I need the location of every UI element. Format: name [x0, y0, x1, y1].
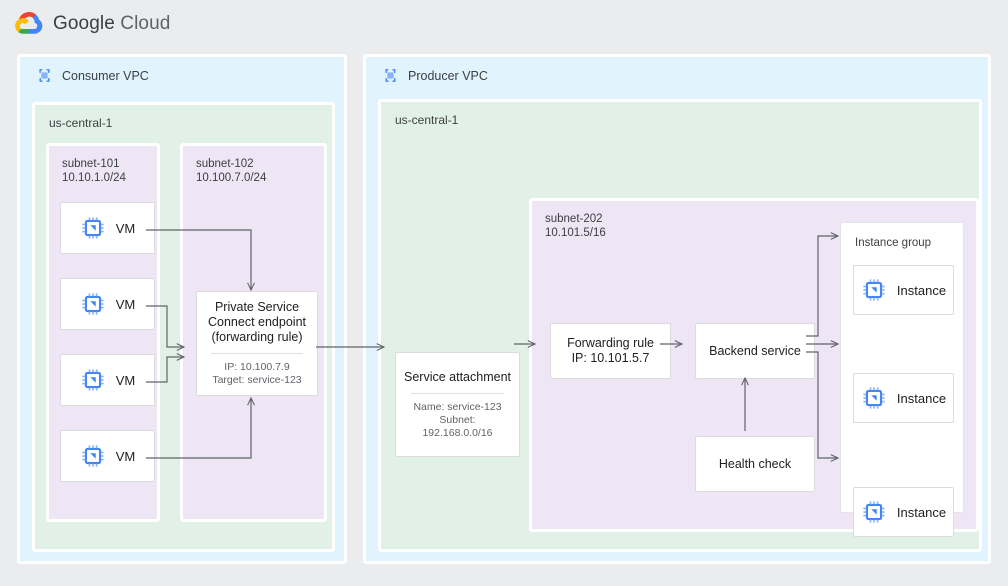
consumer-vpc-title: Consumer VPC: [62, 68, 149, 83]
backend-service-title: Backend service: [709, 343, 801, 358]
producer-region-container: us-central-1 Service attachment Name: se…: [378, 99, 982, 552]
producer-vpc-title: Producer VPC: [408, 68, 488, 83]
service-attachment-title: Service attachment: [404, 369, 511, 384]
vm-card-3[interactable]: VM: [60, 354, 155, 406]
instance-card-1[interactable]: Instance: [853, 265, 954, 315]
service-attachment-divider: [410, 392, 505, 394]
instance-group-container: Instance group Instance Instanc: [840, 222, 964, 537]
vm-card-3-label: VM: [115, 372, 136, 388]
instance-card-3[interactable]: Instance: [853, 487, 954, 537]
consumer-vpc-header: Consumer VPC: [36, 67, 149, 84]
forwarding-rule-card[interactable]: Forwarding rule IP: 10.101.5.7: [550, 323, 671, 379]
psc-endpoint-divider: [211, 353, 303, 354]
brand-wordmark: Google Cloud: [53, 13, 170, 35]
subnet-102-name: subnet-102: [196, 158, 254, 170]
vpc-icon: [39, 69, 50, 82]
subnet-101-container: subnet-101 10.10.1.0/24 VM VM: [46, 143, 160, 522]
subnet-202-cidr: 10.101.5/16: [545, 227, 606, 239]
service-attachment-card[interactable]: Service attachment Name: service-123 Sub…: [395, 352, 520, 457]
psc-endpoint-title: Private Service Connect endpoint (forwar…: [208, 300, 306, 344]
subnet-101-name: subnet-101: [62, 158, 120, 170]
subnet-101-label: subnet-101 10.10.1.0/24: [62, 157, 126, 185]
instance-card-2[interactable]: Instance: [853, 373, 954, 423]
instance-group-label: Instance group: [855, 237, 932, 249]
producer-vpc-container: Producer VPC us-central-1 Service attach…: [363, 54, 991, 564]
consumer-region-container: us-central-1 subnet-101 10.10.1.0/24 VM: [32, 102, 335, 552]
brand-cloud: Cloud: [120, 13, 171, 34]
subnet-102-cidr: 10.100.7.0/24: [196, 172, 267, 184]
subnet-102-container: subnet-102 10.100.7.0/24 Private Service…: [180, 143, 327, 522]
vm-chip-icon: [82, 369, 104, 391]
forwarding-rule-title: Forwarding rule IP: 10.101.5.7: [567, 336, 654, 365]
vm-card-4-label: VM: [115, 448, 136, 464]
vm-chip-icon: [82, 293, 104, 315]
psc-endpoint-meta: IP: 10.100.7.9 Target: service-123: [212, 361, 302, 386]
vm-card-1[interactable]: VM: [60, 202, 155, 254]
vm-card-2-label: VM: [115, 296, 136, 312]
service-attachment-meta: Name: service-123 Subnet: 192.168.0.0/16: [413, 400, 502, 439]
health-check-title: Health check: [718, 456, 792, 471]
vm-chip-icon: [863, 279, 885, 301]
vpc-icon: [385, 69, 396, 82]
vm-chip-icon: [82, 445, 104, 467]
subnet-202-container: subnet-202 10.101.5/16 Forwarding rule I…: [529, 198, 979, 537]
subnet-202-label: subnet-202 10.101.5/16: [545, 212, 606, 240]
vm-chip-icon: [863, 501, 885, 523]
instance-card-3-label: Instance: [896, 504, 947, 520]
instance-card-1-label: Instance: [896, 282, 947, 298]
brand-google: Google: [53, 13, 115, 34]
vm-card-1-label: VM: [115, 220, 136, 236]
health-check-card[interactable]: Health check: [695, 436, 815, 492]
producer-vpc-header: Producer VPC: [382, 67, 488, 84]
producer-region-label: us-central-1: [395, 113, 459, 127]
vm-card-2[interactable]: VM: [60, 278, 155, 330]
consumer-region-label: us-central-1: [49, 116, 113, 130]
vm-chip-icon: [863, 387, 885, 409]
psc-endpoint-card[interactable]: Private Service Connect endpoint (forwar…: [196, 291, 318, 396]
vm-card-4[interactable]: VM: [60, 430, 155, 482]
google-cloud-brand: Google Cloud: [14, 9, 170, 39]
instance-card-2-label: Instance: [896, 390, 947, 406]
subnet-101-cidr: 10.10.1.0/24: [62, 172, 126, 184]
backend-service-card[interactable]: Backend service: [695, 323, 815, 379]
subnet-102-label: subnet-102 10.100.7.0/24: [196, 157, 266, 185]
subnet-202-name: subnet-202: [545, 213, 603, 225]
consumer-vpc-container: Consumer VPC us-central-1 subnet-101 10.…: [17, 54, 347, 564]
google-cloud-logo-icon: [15, 11, 43, 34]
vm-chip-icon: [82, 217, 104, 239]
